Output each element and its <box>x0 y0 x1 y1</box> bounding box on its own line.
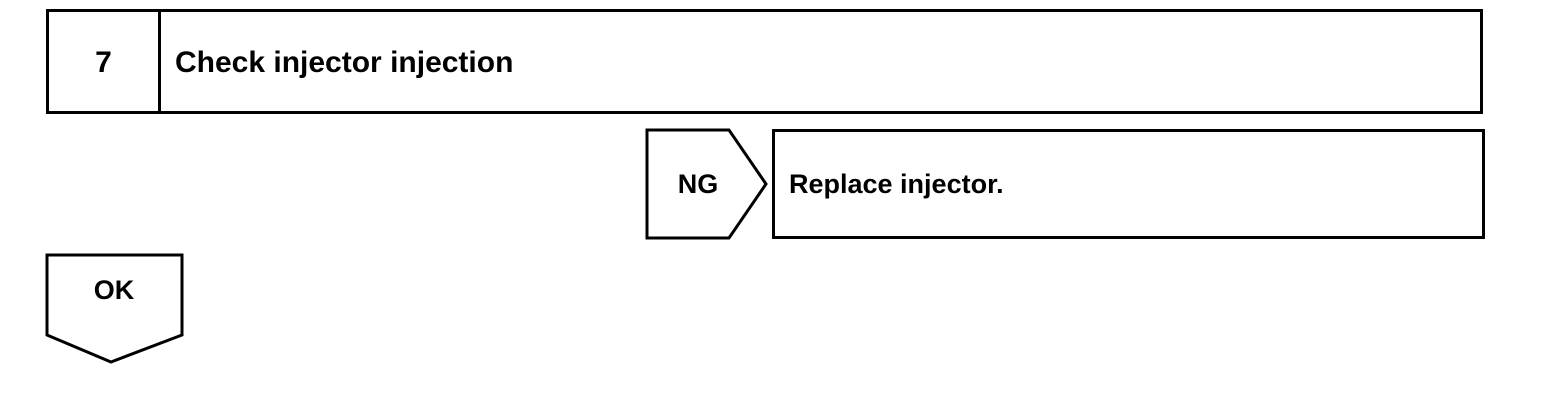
ng-arrow-shape <box>645 128 768 240</box>
ng-branch-tag: NG <box>645 128 769 240</box>
ok-label: OK <box>93 275 135 305</box>
ng-action-box: Replace injector. <box>772 129 1485 239</box>
ok-branch-tag: OK <box>45 253 185 365</box>
ok-arrow-shape <box>45 253 184 364</box>
step-header-box: 7 Check injector injection <box>46 9 1483 114</box>
step-title: Check injector injection <box>175 45 514 79</box>
ng-label: NG <box>677 168 719 199</box>
step-number: 7 <box>49 12 161 111</box>
